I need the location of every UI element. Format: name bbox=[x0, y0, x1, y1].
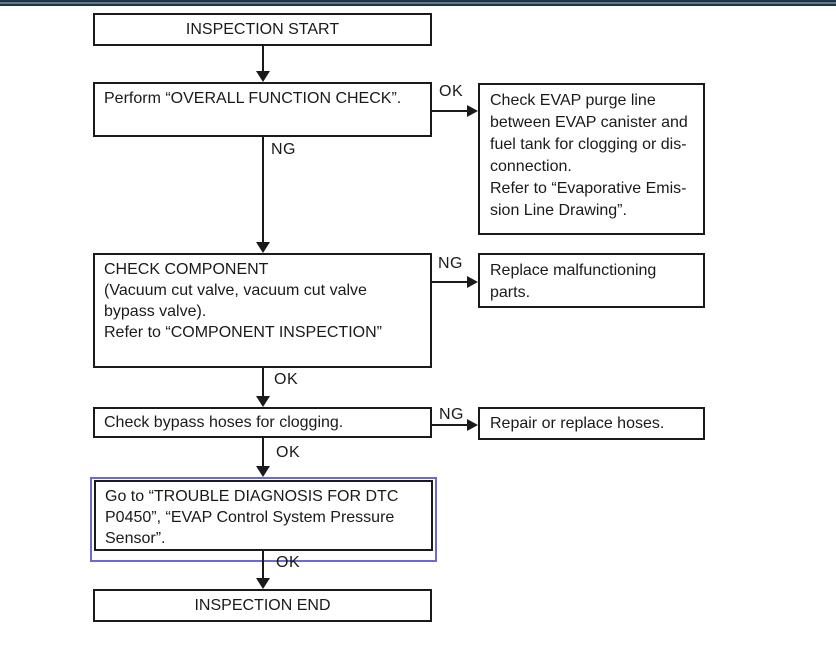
text-line: Repair or replace hoses. bbox=[490, 415, 665, 432]
node-label: INSPECTION START bbox=[185, 21, 340, 38]
flow-node-inspection-start: INSPECTION START bbox=[93, 13, 432, 46]
text-line: bypass valve). bbox=[104, 303, 207, 320]
flow-node-check-bypass-hoses: Check bypass hoses for clogging. bbox=[93, 407, 432, 438]
arrowhead-down-icon bbox=[256, 466, 270, 477]
text-line: connection. bbox=[490, 158, 572, 175]
arrowhead-down-icon bbox=[256, 242, 270, 253]
flow-node-repair-or-replace-hoses: Repair or replace hoses. bbox=[478, 407, 705, 440]
text-line: sion Line Drawing”. bbox=[490, 202, 627, 219]
flow-node-check-evap-purge-line: Check EVAP purge line between EVAP canis… bbox=[478, 83, 705, 235]
text-line: Refer to “Evaporative Emis- bbox=[490, 180, 687, 197]
text-line: Sensor”. bbox=[105, 530, 166, 547]
connector-line bbox=[432, 424, 468, 426]
text-line: fuel tank for clogging or dis- bbox=[490, 136, 687, 153]
text-line: Check bypass hoses for clogging. bbox=[104, 414, 344, 431]
window-top-edge-bar bbox=[0, 0, 836, 6]
text-line: CHECK COMPONENT bbox=[104, 261, 269, 278]
text-line: between EVAP canister and bbox=[490, 114, 688, 131]
text-line: Replace malfunctioning bbox=[490, 262, 657, 279]
edge-label-ng: NG bbox=[438, 255, 463, 272]
connector-line bbox=[432, 110, 468, 112]
text-line: parts. bbox=[490, 284, 531, 301]
edge-label-ok: OK bbox=[439, 83, 464, 100]
flow-node-overall-function-check: Perform “OVERALL FUNCTION CHECK”. bbox=[93, 82, 432, 137]
edge-label-ng: NG bbox=[271, 141, 296, 158]
connector-line bbox=[262, 551, 264, 580]
flow-node-replace-malfunctioning-parts: Replace malfunctioning parts. bbox=[478, 253, 705, 308]
arrowhead-right-icon bbox=[467, 276, 478, 288]
flow-node-check-component: CHECK COMPONENT (Vacuum cut valve, vacuu… bbox=[93, 253, 432, 368]
connector-line bbox=[262, 438, 264, 468]
flow-node-goto-trouble-diagnosis[interactable]: Go to “TROUBLE DIAGNOSIS FOR DTC P0450”,… bbox=[94, 480, 433, 551]
node-label: INSPECTION END bbox=[194, 597, 331, 614]
text-line: Refer to “COMPONENT INSPECTION” bbox=[104, 324, 382, 341]
text-line: Go to “TROUBLE DIAGNOSIS FOR DTC bbox=[105, 488, 399, 505]
edge-label-ok: OK bbox=[274, 371, 299, 388]
link-highlight-box[interactable]: Go to “TROUBLE DIAGNOSIS FOR DTC P0450”,… bbox=[90, 477, 437, 562]
connector-line bbox=[432, 281, 468, 283]
connector-line bbox=[262, 368, 264, 398]
arrowhead-down-icon bbox=[256, 396, 270, 407]
connector-line bbox=[262, 137, 264, 244]
arrowhead-down-icon bbox=[256, 71, 270, 82]
flow-node-inspection-end: INSPECTION END bbox=[93, 589, 432, 622]
arrowhead-right-icon bbox=[467, 105, 478, 117]
text-line: (Vacuum cut valve, vacuum cut valve bbox=[104, 282, 367, 299]
arrowhead-right-icon bbox=[467, 419, 478, 431]
text-line: Check EVAP purge line bbox=[490, 92, 656, 109]
edge-label-ok: OK bbox=[276, 554, 301, 571]
arrowhead-down-icon bbox=[256, 578, 270, 589]
edge-label-ok: OK bbox=[276, 444, 301, 461]
connector-line bbox=[262, 45, 264, 73]
text-line: Perform “OVERALL FUNCTION CHECK”. bbox=[104, 90, 402, 107]
text-line: P0450”, “EVAP Control System Pressure bbox=[105, 509, 395, 526]
edge-label-ng: NG bbox=[439, 406, 464, 423]
